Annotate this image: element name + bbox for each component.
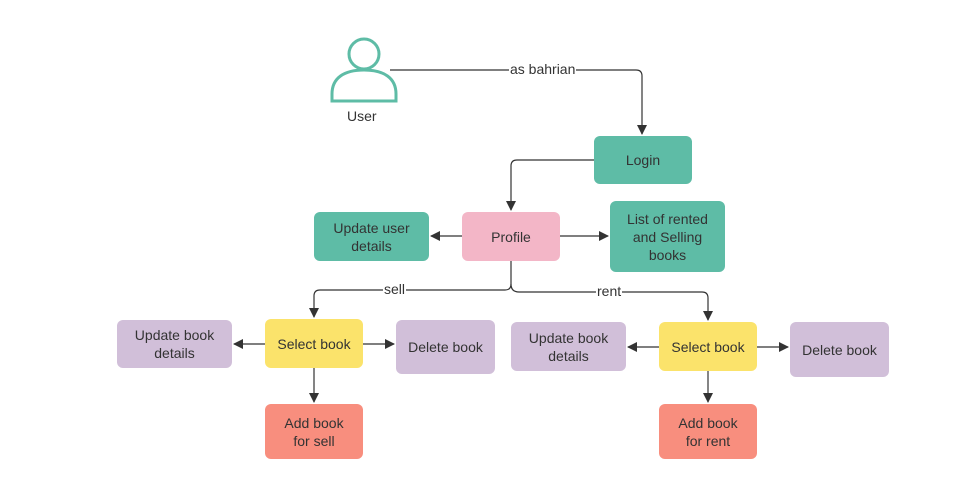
add-book-for-sell-node[interactable]: Add book for sell: [265, 404, 363, 459]
sell-delete-book-node[interactable]: Delete book: [396, 320, 495, 374]
edge-profile-rent: [510, 283, 713, 321]
add-book-for-rent-node[interactable]: Add book for rent: [659, 404, 757, 459]
edge-label-sell: sell: [383, 281, 407, 297]
sell-select-book-node[interactable]: Select book: [265, 319, 363, 368]
sell-update-book-details-node[interactable]: Update book details: [117, 320, 232, 368]
rent-delete-book-node[interactable]: Delete book: [790, 322, 889, 377]
user-icon: [330, 37, 398, 103]
rent-update-book-details-node[interactable]: Update book details: [511, 322, 626, 371]
edge-login-profile: [506, 159, 594, 211]
rent-select-book-node[interactable]: Select book: [659, 322, 757, 371]
edge-label-rent: rent: [596, 283, 623, 299]
rented-selling-books-list-node[interactable]: List of rented and Selling books: [610, 201, 725, 272]
login-node[interactable]: Login: [594, 136, 692, 184]
edge-user-login: [390, 69, 647, 135]
profile-node[interactable]: Profile: [462, 212, 560, 261]
user-label: User: [347, 108, 377, 124]
update-user-details-node[interactable]: Update user details: [314, 212, 429, 261]
edge-profile-sell: [309, 261, 512, 318]
edge-label-as-bahrian: as bahrian: [509, 61, 577, 77]
